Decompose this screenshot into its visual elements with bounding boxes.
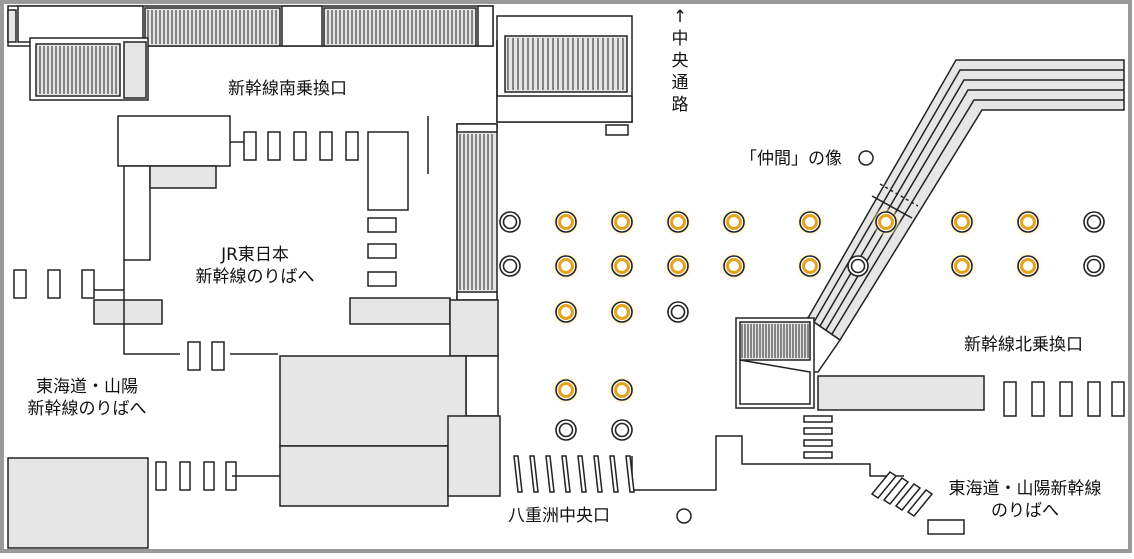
jr-east-structures — [93, 115, 451, 355]
up-arrow-icon: ↑ — [672, 7, 688, 27]
statue-marker — [858, 150, 874, 166]
vertical-escalator — [456, 123, 498, 301]
center-block — [232, 299, 501, 507]
tokaido-left-label: 東海道・山陽 新幹線のりばへ — [27, 377, 147, 419]
yaesu-central-gates — [631, 415, 965, 535]
jr-east-label: JR東日本 新幹線のりばへ — [195, 245, 315, 287]
north-transfer-label: 新幹線北乗換口 — [964, 335, 1083, 355]
yaesu-central-label: 八重洲中央口 — [508, 506, 610, 526]
bottom-left-block — [7, 457, 149, 549]
tokaido-right-label: 東海道・山陽新幹線 のりばへ — [948, 479, 1102, 521]
top-center-escalator — [496, 15, 633, 136]
south-transfer-label: 新幹線南乗換口 — [228, 79, 347, 99]
exit-marker — [676, 508, 692, 524]
north-diagonal-corridor — [807, 59, 1125, 373]
north-escalator — [735, 317, 985, 411]
central-passage-label: ↑ 中 央 通 路 — [671, 7, 689, 115]
nakama-statue-label: 「仲間」の像 — [740, 149, 842, 169]
